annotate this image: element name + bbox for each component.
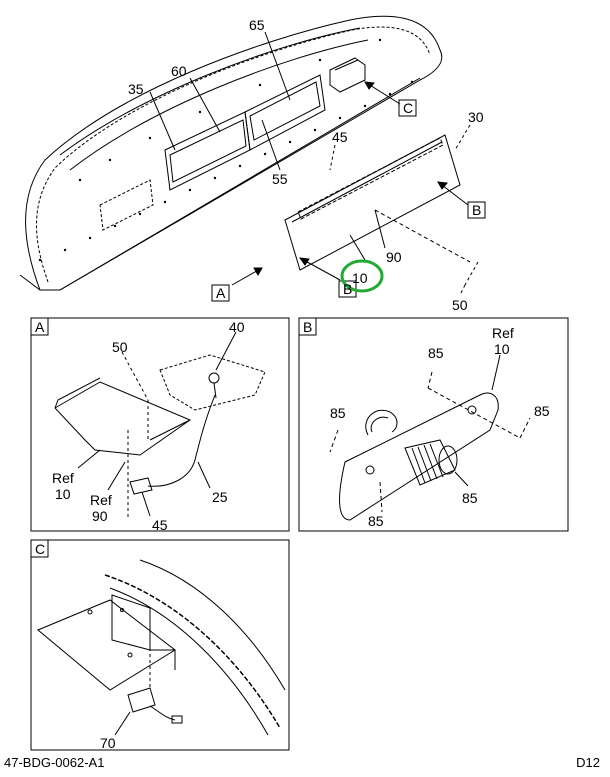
detail-a-title-box: [30, 317, 49, 336]
main-view-text: 65 60 35 55 45 30 90 10 50 A B B C: [128, 17, 484, 313]
detail-c-wire: [149, 705, 176, 721]
detail-b-callout-85-left: 85: [330, 405, 346, 421]
rivets: [38, 38, 414, 262]
detail-b-ref-word: Ref: [492, 325, 514, 341]
dashboard-inner-edge: [36, 26, 431, 283]
detail-b-frame: [298, 317, 569, 532]
detail-b-callout-85-knob: 85: [462, 490, 478, 506]
ref-arrows: [231, 81, 469, 286]
vent: [99, 179, 154, 231]
detail-b-hook: [365, 409, 398, 436]
detail-a-cable-25: [147, 394, 216, 487]
detail-a-bracket: [54, 377, 192, 456]
opening-55: [244, 74, 326, 151]
detail-a-frame: [30, 317, 290, 532]
detail-c-bracket: [111, 594, 176, 670]
detail-b-hole-2: [365, 465, 375, 475]
detail-b-knob-grip: [411, 443, 444, 484]
callout-90: 90: [386, 249, 402, 265]
callout-30: 30: [468, 109, 484, 125]
callout-35: 35: [128, 81, 144, 97]
ref-letter-a: A: [216, 285, 226, 301]
detail-c-plug: [171, 715, 183, 724]
detail-a-sensor-tab: [213, 382, 217, 399]
detail-a-ref10-word: Ref: [52, 470, 74, 486]
detail-a-ref90-word: Ref: [90, 492, 112, 508]
detail-a-sensor-40: [208, 372, 220, 384]
detail-b-knob: [404, 439, 456, 486]
hinge-45: [297, 137, 444, 220]
dashboard-shell: [25, 15, 443, 291]
detail-b-title: B: [303, 319, 312, 335]
detail-c-frame: [30, 539, 290, 751]
detail-b-callout-85-right: 85: [534, 403, 550, 419]
detail-c-hole-3: [120, 608, 124, 612]
ref-box-b2: [467, 201, 486, 219]
ref-box-a: [211, 284, 230, 302]
detail-a-callout-45: 45: [152, 517, 168, 533]
detail-c-curve-3: [109, 587, 269, 736]
ref-box-c: [398, 99, 417, 117]
connector-module: [329, 57, 366, 93]
detail-a-clip-45: [129, 477, 153, 495]
detail-c-callout-70: 70: [100, 735, 116, 751]
detail-b-title-box: [298, 317, 317, 336]
detail-c-plate: [37, 599, 176, 691]
detail-a-ref90-num: 90: [92, 508, 108, 524]
detail-b-ref-num: 10: [494, 341, 510, 357]
detail-c-sensor-70: [127, 687, 156, 713]
detail-c-hole-2: [127, 652, 133, 658]
highlight-circle: [340, 259, 384, 293]
detail-a-callout-50: 50: [112, 339, 128, 355]
dashboard-face: [19, 77, 421, 291]
detail-c-title-box: [30, 539, 49, 558]
detail-b-callout-85-top: 85: [428, 345, 444, 361]
detail-b-latch-plate: [339, 392, 499, 521]
detail-a-text: A 40 50 Ref 10 Ref 90 25 45: [35, 319, 245, 533]
detail-b-dash-lines: [329, 371, 531, 513]
detail-a-callout-25: 25: [212, 489, 228, 505]
detail-c-title: C: [35, 541, 45, 557]
detail-c-curve-2: [139, 559, 286, 691]
detail-c-hole-1: [87, 609, 93, 615]
panel-10: [284, 134, 461, 271]
detail-b-knob-end: [438, 445, 458, 475]
detail-a-title: A: [35, 319, 45, 335]
ref-letter-c: C: [403, 100, 413, 116]
dashboard-rim: [59, 27, 369, 171]
opening-35: [164, 111, 251, 191]
detail-a: [30, 317, 290, 532]
detail-a-upper-surface: [159, 354, 266, 411]
callout-50: 50: [452, 297, 468, 313]
ref-letter-b2: B: [472, 202, 481, 218]
callout-65: 65: [249, 17, 265, 33]
callout-60: 60: [171, 63, 187, 79]
drawing-id: 47-BDG-0062-A1: [4, 755, 105, 770]
leader-lines: [149, 31, 479, 296]
detail-c: [30, 539, 290, 751]
ref-letter-b1: B: [343, 281, 352, 297]
callout-10: 10: [352, 270, 368, 286]
detail-a-callout-40: 40: [229, 319, 245, 335]
detail-b-text: B Ref 10 85 85 85 85 85: [303, 319, 550, 529]
callout-55: 55: [272, 171, 288, 187]
detail-b: [298, 317, 569, 532]
detail-b-hole-1: [467, 405, 477, 415]
detail-c-curve-1: [104, 574, 281, 729]
callout-45: 45: [332, 129, 348, 145]
detail-b-callout-85-bottom: 85: [368, 513, 384, 529]
main-view: [19, 15, 486, 302]
detail-c-text: C 70: [35, 541, 116, 751]
detail-a-ref10-num: 10: [55, 486, 71, 502]
page-code: D12: [576, 755, 600, 770]
